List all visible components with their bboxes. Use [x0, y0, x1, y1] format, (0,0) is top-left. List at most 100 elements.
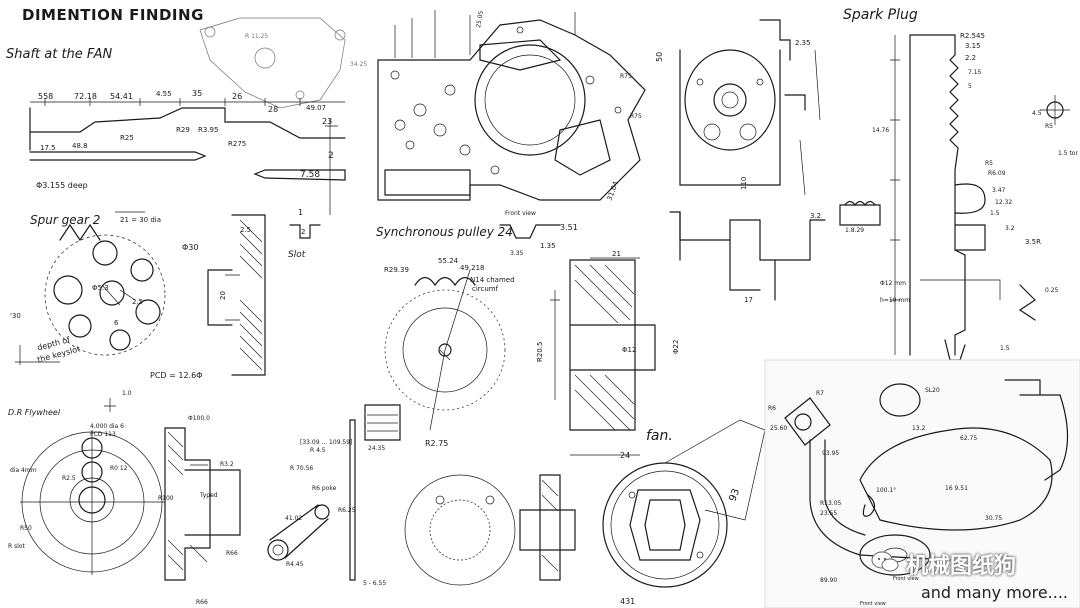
svg-text:30.75: 30.75	[985, 515, 1002, 522]
svg-text:17: 17	[744, 296, 753, 304]
svg-text:25.60: 25.60	[770, 425, 787, 432]
svg-text:R100: R100	[158, 495, 174, 502]
svg-text:Φ3.155 deep: Φ3.155 deep	[36, 181, 88, 190]
svg-text:SL20: SL20	[925, 387, 940, 394]
svg-text:R 11.25: R 11.25	[245, 33, 268, 40]
svg-text:R75: R75	[620, 73, 632, 80]
svg-text:R25: R25	[120, 134, 134, 142]
svg-text:R66: R66	[226, 550, 238, 557]
svg-text:2.5: 2.5	[240, 226, 251, 234]
cover-plate-sketch: R75 R75 31.04 25.05	[377, 10, 646, 202]
svg-text:R 70.56: R 70.56	[290, 465, 313, 472]
svg-text:2.5: 2.5	[132, 298, 143, 306]
watermark: 机械图纸狗	[906, 554, 1017, 579]
svg-text:3.2: 3.2	[1005, 225, 1015, 232]
svg-text:7.58: 7.58	[300, 170, 320, 180]
footer-more: and many more....	[920, 583, 1068, 602]
svg-text:R20.5: R20.5	[536, 342, 544, 362]
svg-text:20: 20	[219, 291, 227, 300]
svg-text:Front view: Front view	[893, 576, 919, 582]
housing-sketch: 431	[404, 474, 635, 606]
svg-text:PCD = 12.6Φ: PCD = 12.6Φ	[150, 371, 202, 380]
svg-text:Φ22: Φ22	[672, 340, 680, 354]
cylinder-sketch: 50 110 2.35 1.8.29 17 3.2	[655, 19, 881, 304]
svg-text:R3.95: R3.95	[198, 126, 218, 134]
svg-text:1.35: 1.35	[540, 242, 556, 250]
svg-text:R7: R7	[816, 390, 824, 397]
svg-text:34.25: 34.25	[350, 61, 367, 68]
svg-text:Φ5.3: Φ5.3	[92, 284, 109, 292]
svg-text:R0 12: R0 12	[110, 465, 128, 472]
svg-text:R6 poke: R6 poke	[312, 485, 337, 492]
svg-text:89.90: 89.90	[820, 577, 837, 584]
svg-text:1.5: 1.5	[1000, 345, 1010, 352]
svg-text:3.2: 3.2	[810, 212, 821, 220]
svg-text:3.47: 3.47	[992, 187, 1006, 194]
svg-text:7.15: 7.15	[968, 69, 982, 76]
svg-text:28: 28	[268, 105, 278, 114]
svg-text:558: 558	[38, 92, 53, 101]
exhaust-sketch: SL20 13.2 R6 R7 25.60 93.95 R13.05 23.55…	[764, 359, 1080, 608]
svg-text:Typed: Typed	[199, 492, 218, 499]
svg-text:21: 21	[612, 250, 621, 258]
svg-text:41.02: 41.02	[285, 515, 302, 522]
svg-text:D.R Flywheel: D.R Flywheel	[8, 408, 61, 417]
svg-text:1.5 tor: 1.5 tor	[1058, 150, 1078, 157]
svg-text:3.35: 3.35	[510, 250, 524, 257]
svg-text:PCD 113: PCD 113	[90, 431, 116, 438]
wechat-icon	[871, 551, 899, 572]
svg-text:4,000 dia 6: 4,000 dia 6	[90, 423, 124, 430]
svg-text:14.76: 14.76	[872, 127, 889, 134]
svg-text:Front view: Front view	[505, 210, 536, 217]
svg-text:24.35: 24.35	[368, 445, 385, 452]
svg-text:50: 50	[655, 52, 664, 62]
svg-text:35: 35	[192, 89, 202, 98]
svg-text:24: 24	[620, 451, 630, 460]
spur-gear-label: Spur gear 2	[30, 213, 100, 227]
spark-plug-sketch: Spark Plug R2.545 3.15 2.2 7.15 5 14.76 …	[843, 7, 1078, 375]
svg-text:Φ12 mm: Φ12 mm	[880, 280, 906, 287]
svg-text:17.5: 17.5	[40, 144, 56, 152]
svg-text:23.55: 23.55	[820, 510, 837, 517]
svg-text:2.35: 2.35	[795, 39, 811, 47]
svg-text:R13.05: R13.05	[820, 500, 842, 507]
page-title: DIMENTION FINDING	[22, 6, 204, 24]
svg-text:2: 2	[301, 228, 305, 236]
svg-text:h=10 mm: h=10 mm	[880, 297, 910, 304]
shaft-label: Shaft at the FAN	[6, 47, 113, 62]
svg-text:3.15: 3.15	[965, 42, 981, 50]
svg-text:circumf: circumf	[472, 285, 499, 293]
svg-text:5: 5	[968, 83, 972, 90]
svg-text:5 - 6.55: 5 - 6.55	[363, 580, 386, 587]
svg-text:R2.75: R2.75	[425, 439, 448, 448]
svg-text:23: 23	[322, 117, 332, 126]
svg-text:2.2: 2.2	[965, 54, 976, 62]
svg-text:R275: R275	[228, 140, 246, 148]
svg-text:R6.25: R6.25	[338, 507, 356, 514]
svg-text:1.5: 1.5	[990, 210, 1000, 217]
svg-text:3.51: 3.51	[560, 223, 578, 232]
fan-label: fan.	[646, 428, 673, 444]
svg-text:Front view: Front view	[860, 601, 886, 607]
svg-text:62.75: 62.75	[960, 435, 977, 442]
spur-gear-sketch: Spur gear 2 21 = 30 dia Φ30 Φ5.3 2.5 6 d…	[10, 211, 202, 380]
spark-plug-label: Spark Plug	[843, 7, 918, 23]
svg-text:72.18: 72.18	[74, 92, 97, 101]
svg-text:2: 2	[328, 151, 334, 161]
svg-text:3.5R: 3.5R	[1025, 238, 1041, 246]
svg-text:49.218: 49.218	[460, 264, 485, 272]
svg-text:R3.2: R3.2	[220, 461, 234, 468]
svg-text:R6.09: R6.09	[988, 170, 1006, 177]
flywheel-sketch: D.R Flywheel 4,000 dia 6 PCD 113 R0 12 R…	[8, 408, 241, 606]
svg-text:R5: R5	[985, 160, 993, 167]
svg-text:6: 6	[114, 319, 119, 327]
svg-text:Φ30: Φ30	[182, 243, 198, 252]
svg-text:13.2: 13.2	[912, 425, 926, 432]
svg-text:R2.545: R2.545	[960, 32, 985, 40]
svg-text:R6: R6	[768, 405, 776, 412]
svg-text:25.05: 25.05	[475, 10, 485, 28]
svg-text:4.5: 4.5	[1032, 110, 1042, 117]
svg-text:R50: R50	[20, 525, 32, 532]
svg-text:R2.5: R2.5	[62, 475, 76, 482]
